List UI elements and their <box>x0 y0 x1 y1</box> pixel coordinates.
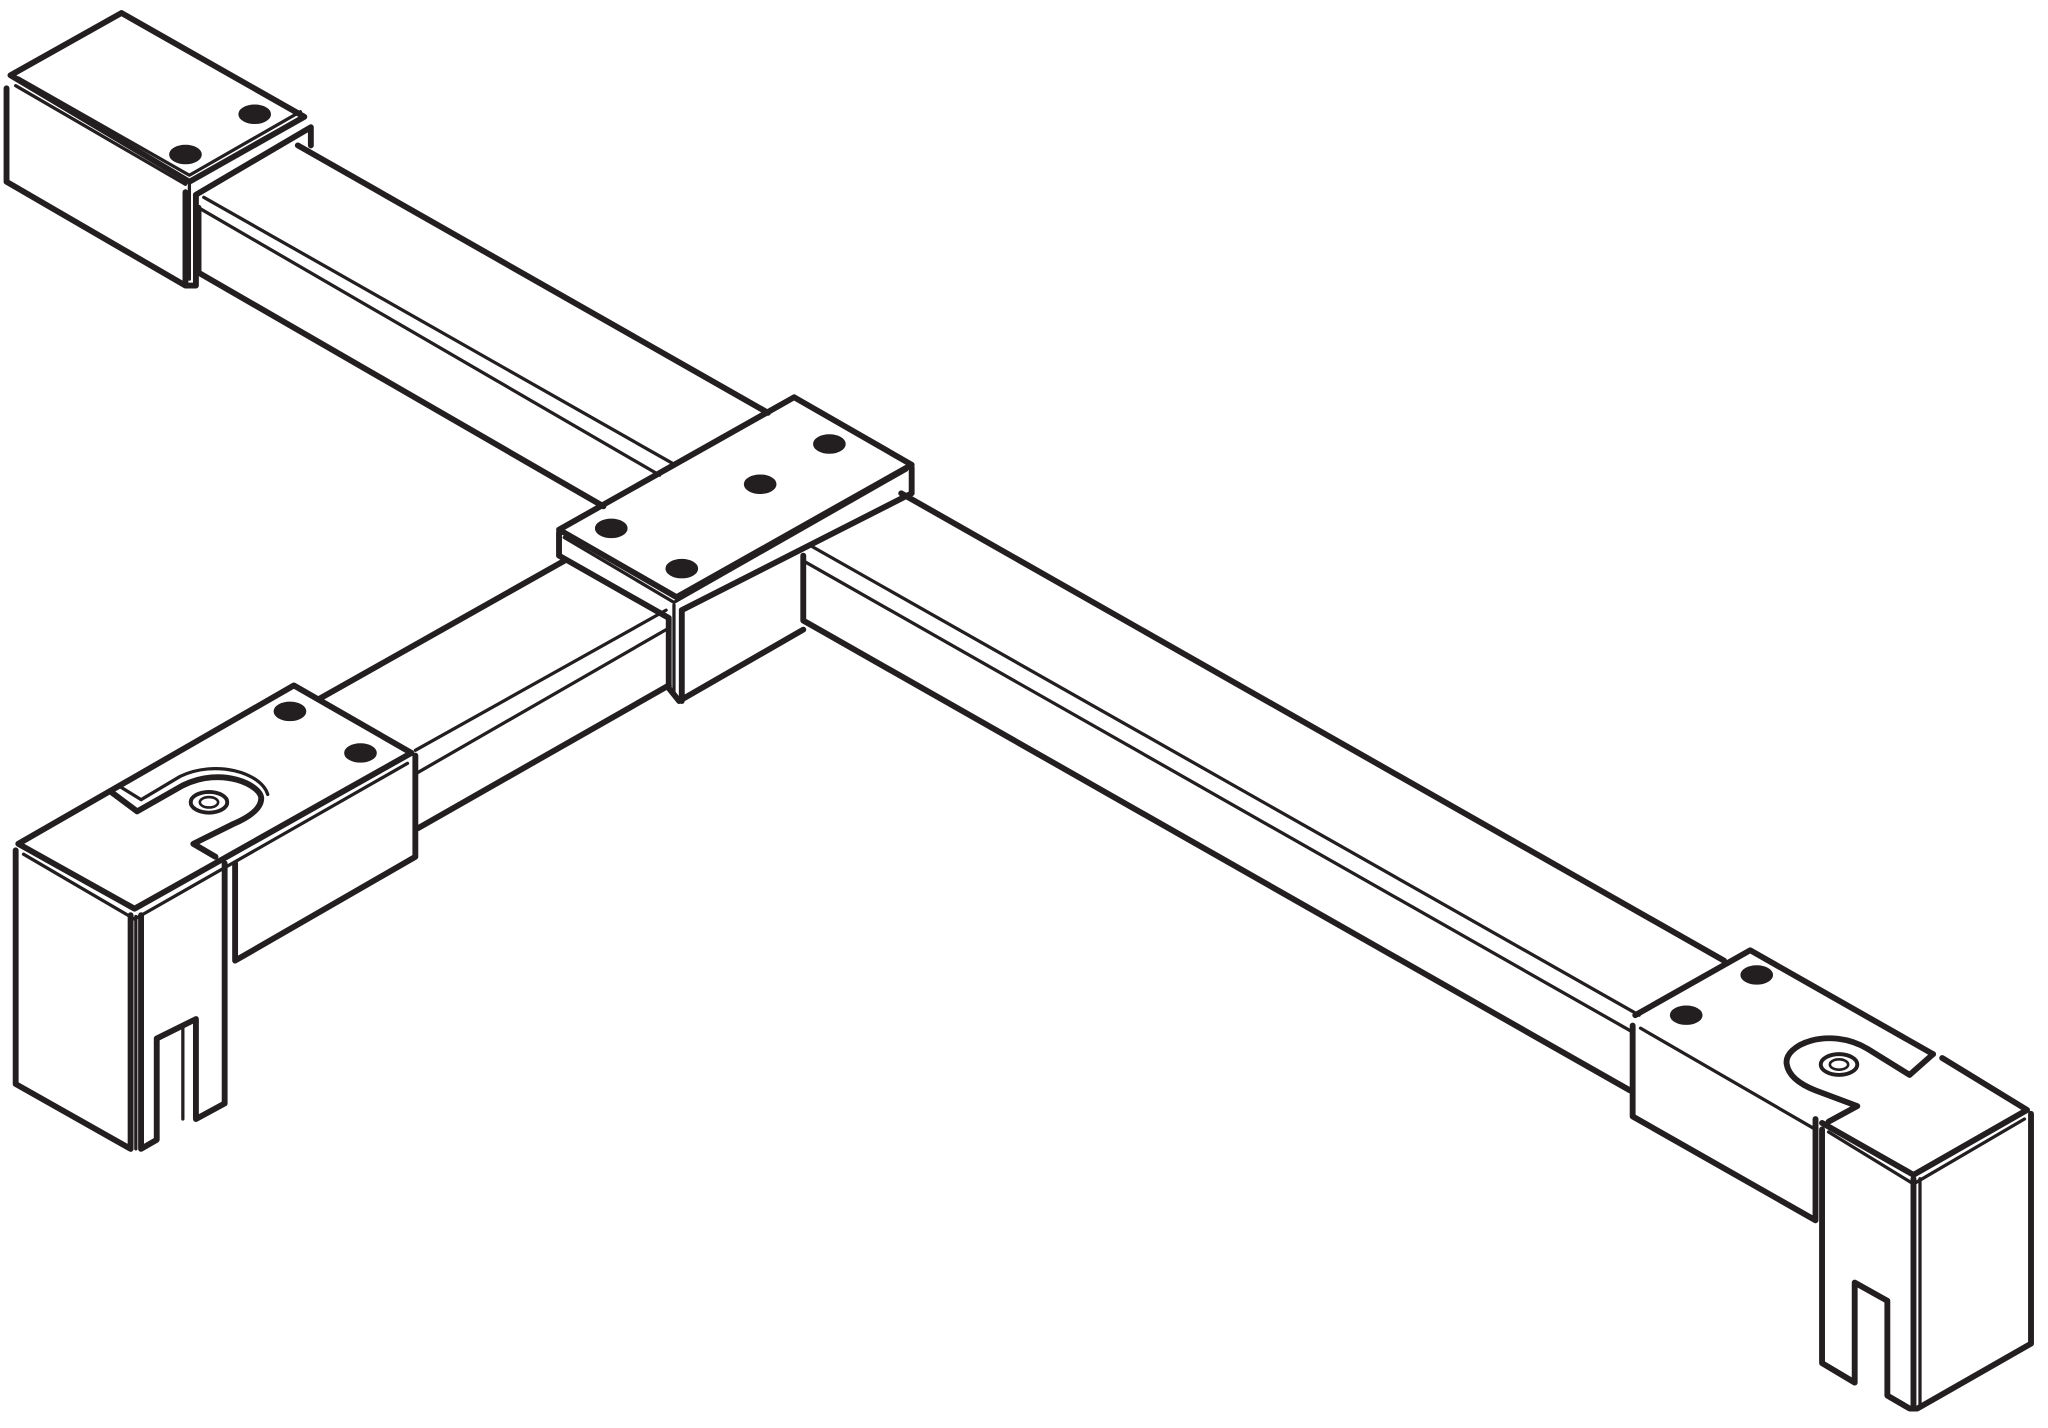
bolt-hole <box>273 701 307 722</box>
end-block-bottom-right <box>1629 947 2034 1412</box>
bar-upper-left <box>195 142 771 510</box>
end-block-top-left <box>3 10 314 289</box>
bolt-hole <box>1740 965 1774 985</box>
bolt-hole <box>238 104 272 124</box>
bar-lower-left <box>317 557 672 832</box>
bolt-hole <box>344 743 377 763</box>
bolt-hole <box>665 558 699 579</box>
bolt-hole <box>1669 1005 1703 1025</box>
bar-right <box>800 490 1728 1094</box>
bolt-hole <box>169 144 202 165</box>
end-block-bottom-left <box>12 682 419 1152</box>
bolt-hole <box>594 518 628 539</box>
center-block <box>556 394 915 704</box>
bolt-hole <box>813 434 846 454</box>
bolt-hole <box>743 474 777 494</box>
